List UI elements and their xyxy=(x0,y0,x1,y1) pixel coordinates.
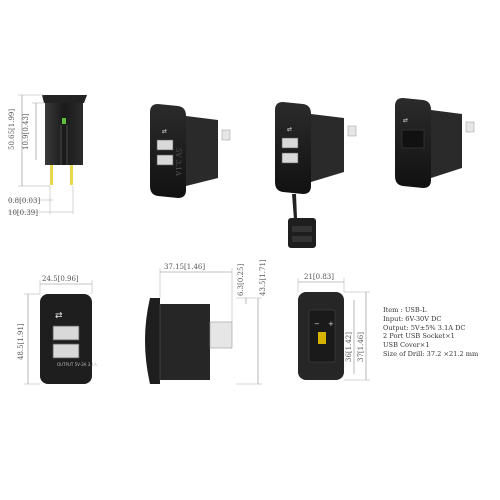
spec-item: Item : USB-L xyxy=(383,306,427,314)
terminal xyxy=(347,125,357,137)
dim-side-bezel: 6.3[0.25] xyxy=(237,264,245,296)
usb-cover xyxy=(288,218,316,248)
usb-port-1 xyxy=(281,137,299,149)
dim-back-inner: 36[1.42] xyxy=(345,332,353,362)
spec-input: Input: 6V-30V DC xyxy=(383,314,442,323)
dim-body-label: 10.9[0.43] xyxy=(22,113,30,150)
usb-text-iso1: 5V 3.1A xyxy=(174,148,182,177)
iso-view-3: ⇄ xyxy=(395,98,475,188)
usb-port-2 xyxy=(281,152,299,164)
dim-front-width: 24.5[0.96] xyxy=(42,275,79,283)
dim-back-outer: 37[1.46] xyxy=(357,332,365,362)
usb-icon: ⇄ xyxy=(403,117,408,124)
pin-left xyxy=(50,165,53,185)
spec-drill: Size of Drill: 37.2 ×21.2 mm xyxy=(383,349,479,358)
back-view: − + 21[0.83] 36[1.42] 37[1.46] xyxy=(297,273,370,381)
spec-output: Output: 5V±5% 3.1A DC xyxy=(383,323,466,332)
terminal xyxy=(221,129,231,141)
switch-body xyxy=(45,103,83,165)
housing-side xyxy=(311,114,344,182)
usb-port-1 xyxy=(156,139,174,151)
usb-port-1 xyxy=(52,325,80,341)
dim-base-label: 10[0.39] xyxy=(8,209,38,217)
spec-cover: USB Cover×1 xyxy=(383,341,430,350)
dim-side-depth: 37.15[1.46] xyxy=(164,263,205,271)
rocker-face xyxy=(150,104,186,198)
iso-view-2: ⇄ xyxy=(275,102,357,248)
spec-socket: 2 Port USB Socket×1 xyxy=(383,332,455,341)
housing-side xyxy=(186,116,218,186)
led-window xyxy=(318,332,326,344)
usb-port-2 xyxy=(156,154,174,166)
profile-view-top-left: 50.65[1.99] 10.9[0.43] 0.8[0.03] 10[0.39… xyxy=(8,94,87,217)
pin-right xyxy=(70,165,73,185)
spec-block: Item : USB-L Input: 6V-30V DC Output: 5V… xyxy=(383,306,499,359)
led-indicator xyxy=(62,118,66,124)
usb-icon: ⇄ xyxy=(55,311,63,321)
bezel-top xyxy=(42,95,87,103)
usb-text-front: OUTPUT 5V-3A 3.1A xyxy=(57,362,97,367)
front-view: ⇄ OUTPUT 5V-3A 3.1A 24.5[0.96] 48.5[1.91… xyxy=(17,275,97,385)
iso-view-1: ⇄ 5V 3.1A xyxy=(150,104,231,198)
dim-side-height: 43.5[1.71] xyxy=(259,259,267,296)
terminal xyxy=(465,121,475,133)
side-body xyxy=(160,304,210,380)
usb-icon: ⇄ xyxy=(162,128,167,135)
dim-pin-label: 0.8[0.03] xyxy=(8,197,40,205)
usb-port-2 xyxy=(52,343,80,359)
side-bezel xyxy=(145,298,160,384)
housing-side xyxy=(431,110,462,178)
cover-strap xyxy=(292,194,297,220)
svg-text:−: − xyxy=(314,320,320,328)
side-view: 37.15[1.46] 6.3[0.25] 43.5[1.71] xyxy=(145,259,267,385)
dim-front-height: 48.5[1.91] xyxy=(17,323,25,360)
usb-icon: ⇄ xyxy=(287,126,292,133)
side-terminal xyxy=(209,321,233,349)
svg-text:+: + xyxy=(328,320,334,328)
dim-back-width: 21[0.83] xyxy=(304,273,334,281)
dim-height-label: 50.65[1.99] xyxy=(8,109,16,150)
